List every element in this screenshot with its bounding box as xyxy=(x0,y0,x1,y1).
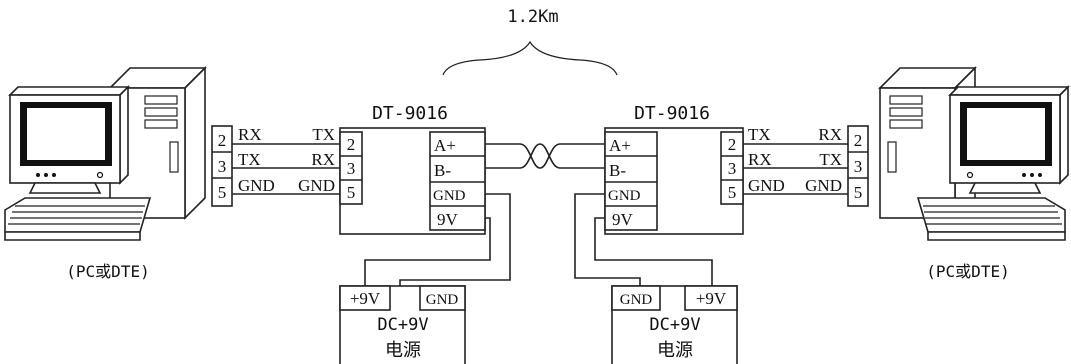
computer-right-label: (PC或DTE) xyxy=(926,262,1009,281)
computer-right-pin-1: 2 xyxy=(854,131,863,150)
converter-left-pin-1: 2 xyxy=(347,135,356,154)
computer-left-port: 2 3 5 xyxy=(211,125,233,207)
computer-left-label: (PC或DTE) xyxy=(66,262,149,281)
power-right-terminal-1: GND xyxy=(620,292,653,308)
converter-right-terminal-9v: 9V xyxy=(612,210,634,229)
converter-left-terminal-a: A+ xyxy=(434,136,456,155)
converter-right-terminal-gnd: GND xyxy=(608,188,641,204)
converter-left-title: DT-9016 xyxy=(372,103,448,124)
computer-right-signal-1: RX xyxy=(818,125,842,144)
converter-right-signal-3: GND xyxy=(748,176,785,195)
computer-right-signal-2: TX xyxy=(819,150,842,169)
converter-left-pin-3: 5 xyxy=(347,183,356,202)
converter-left-box xyxy=(339,127,486,235)
converter-left-signal-2: RX xyxy=(311,150,335,169)
computer-left-signal-3: GND xyxy=(238,176,275,195)
converter-left-terminal-9v: 9V xyxy=(437,210,459,229)
wire-left-9v-power xyxy=(364,217,491,286)
converter-left-terminal-gnd: GND xyxy=(433,188,466,204)
power-right-name: 电源 xyxy=(657,340,693,361)
twisted-pair-cable xyxy=(485,143,605,169)
computer-right-icon xyxy=(878,66,1070,241)
power-right-rating: DC+9V xyxy=(649,315,700,335)
converter-right-terminal-a: A+ xyxy=(609,136,631,155)
computer-right-pin-3: 5 xyxy=(854,183,863,202)
wire-left-gnd-power xyxy=(399,193,511,286)
computer-left-icon xyxy=(4,66,207,241)
power-left-rating: DC+9V xyxy=(377,315,428,335)
computer-left-pin-1: 2 xyxy=(218,131,227,150)
converter-left-pin-2: 3 xyxy=(347,159,356,178)
computer-left-signal-2: TX xyxy=(238,150,261,169)
computer-right-pin-2: 3 xyxy=(854,157,863,176)
converter-right-box xyxy=(604,127,744,235)
wire-right-gnd-power xyxy=(574,193,641,286)
converter-right-title: DT-9016 xyxy=(634,103,710,124)
computer-left-signal-1: RX xyxy=(238,125,262,144)
converter-right-terminal-b: B- xyxy=(609,161,626,180)
computer-right-port: 2 3 5 xyxy=(847,125,869,207)
power-supply-left-box xyxy=(339,285,466,364)
converter-right-signal-2: RX xyxy=(748,150,772,169)
power-supply-right-box xyxy=(611,285,738,364)
converter-right-signal-1: TX xyxy=(748,125,771,144)
converter-left-signal-3: GND xyxy=(298,176,335,195)
power-left-terminal-2: GND xyxy=(426,292,459,308)
distance-brace xyxy=(442,40,618,76)
power-right-terminal-2: +9V xyxy=(696,289,727,308)
computer-left-pin-2: 3 xyxy=(218,157,227,176)
computer-right-signal-3: GND xyxy=(805,176,842,195)
converter-right-pin-1: 2 xyxy=(728,135,737,154)
computer-left-pin-3: 5 xyxy=(218,183,227,202)
distance-label: 1.2Km xyxy=(507,7,558,27)
wire-right-9v-power xyxy=(594,217,713,286)
power-left-terminal-1: +9V xyxy=(350,289,381,308)
converter-right-pin-2: 3 xyxy=(728,159,737,178)
power-left-name: 电源 xyxy=(385,340,421,361)
converter-left-terminal-b: B- xyxy=(434,161,451,180)
converter-right-pin-3: 5 xyxy=(728,183,737,202)
converter-left-signal-1: TX xyxy=(312,125,335,144)
